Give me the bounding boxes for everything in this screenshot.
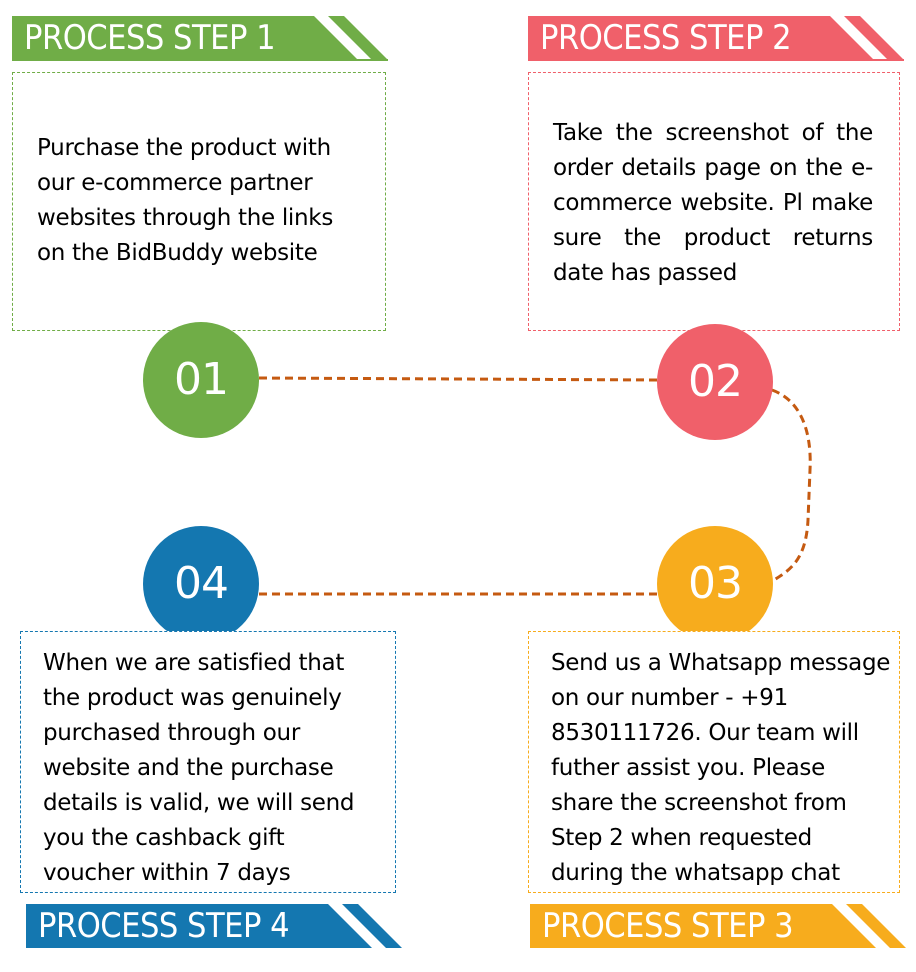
step-2-box: Take the screenshot of the order details…: [528, 72, 900, 331]
step-1-text: Purchase the product with our e-commerce…: [37, 135, 333, 266]
step-1-box: Purchase the product with our e-commerce…: [12, 72, 386, 331]
step-3-text: Send us a Whatsapp message on our number…: [551, 650, 891, 886]
connector-01-02: [258, 376, 659, 382]
step-4-text: When we are satisfied that the product w…: [43, 650, 355, 886]
step-3-number: 03: [688, 558, 743, 609]
step-4-number-circle: 04: [143, 526, 259, 642]
step-2-text: Take the screenshot of the order details…: [553, 120, 873, 286]
banner-4-shape: [26, 904, 402, 948]
banner-2-shape: [528, 16, 904, 61]
step-3-number-circle: 03: [657, 526, 773, 642]
connector-02-03: [771, 388, 812, 582]
step-4-box: When we are satisfied that the product w…: [20, 631, 396, 893]
step-2-banner-label: PROCESS STEP 2: [540, 18, 792, 58]
step-1-banner-label: PROCESS STEP 1: [24, 18, 276, 58]
step-4-banner: PROCESS STEP 4: [26, 904, 402, 948]
step-4-banner-label: PROCESS STEP 4: [38, 906, 290, 946]
step-2-number-circle: 02: [657, 324, 773, 440]
step-3-box: Send us a Whatsapp message on our number…: [528, 631, 900, 893]
banner-3-shape: [530, 904, 906, 948]
banner-1-shape: [12, 16, 388, 61]
step-1-banner: PROCESS STEP 1: [12, 16, 388, 61]
step-1-number: 01: [174, 354, 229, 405]
step-3-banner: PROCESS STEP 3: [530, 904, 906, 948]
step-4-number: 04: [174, 558, 229, 609]
step-2-number: 02: [688, 356, 743, 407]
step-3-banner-label: PROCESS STEP 3: [542, 906, 794, 946]
step-2-banner: PROCESS STEP 2: [528, 16, 904, 61]
step-1-number-circle: 01: [143, 322, 259, 438]
